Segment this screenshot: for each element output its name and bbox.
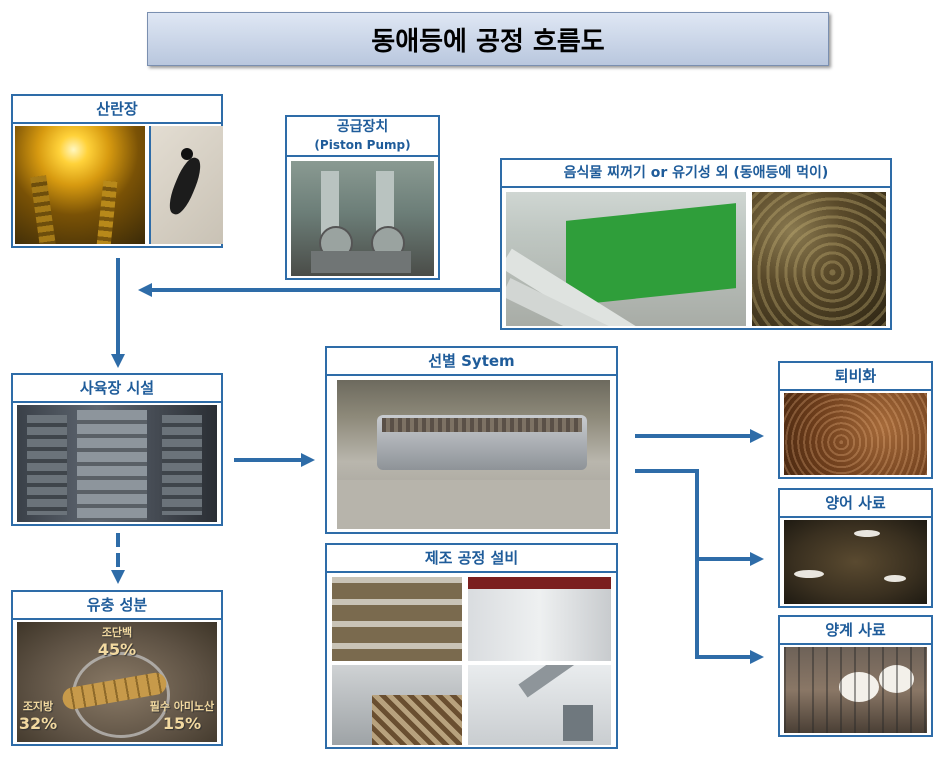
dashed-arrow-seg-2 bbox=[116, 553, 120, 567]
amino-label: 필수 아미노산 bbox=[149, 700, 215, 713]
arrow-head-right-1 bbox=[301, 453, 315, 467]
arrow-branch-vertical bbox=[695, 469, 699, 657]
arrow-head-right-3 bbox=[750, 552, 764, 566]
manufacturing-box: 제조 공정 설비 bbox=[325, 543, 618, 749]
arrow-spawning-to-rearing bbox=[116, 258, 120, 354]
poultry-feed-box: 양계 사료 bbox=[778, 615, 933, 737]
manufacturing-label: 제조 공정 설비 bbox=[327, 545, 616, 573]
manufacturing-photo-4 bbox=[468, 665, 611, 745]
sorting-label: 선별 Sytem bbox=[327, 348, 616, 376]
protein-value: 45% bbox=[97, 640, 137, 659]
manufacturing-photo-3 bbox=[332, 665, 462, 745]
arrow-branch-horizontal bbox=[635, 469, 699, 473]
rearing-box: 사육장 시설 bbox=[11, 373, 223, 526]
arrow-food-to-spawning bbox=[152, 288, 500, 292]
compost-photo bbox=[784, 393, 927, 475]
title-text: 동애등에 공정 흐름도 bbox=[371, 26, 605, 57]
food-waste-box: 음식물 찌꺼기 or 유기성 외 (동애등에 먹이) bbox=[500, 158, 892, 330]
amino-value: 15% bbox=[162, 714, 202, 733]
arrow-to-poultry-feed bbox=[695, 655, 751, 659]
spawning-label: 산란장 bbox=[13, 96, 221, 124]
pump-box: 공급장치 (Piston Pump) bbox=[285, 115, 440, 280]
fish-feed-label: 양어 사료 bbox=[780, 490, 931, 518]
manufacturing-photo-1 bbox=[332, 577, 462, 661]
sorting-box: 선별 Sytem bbox=[325, 346, 618, 534]
fly-photo bbox=[149, 126, 223, 244]
dashed-arrow-head bbox=[111, 570, 125, 584]
protein-label: 조단백 bbox=[101, 626, 133, 639]
food-machine-photo bbox=[506, 192, 746, 326]
larva-photo: 조단백 45% 조지방 32% 필수 아미노산 15% bbox=[17, 622, 217, 742]
fish-feed-box: 양어 사료 bbox=[778, 488, 933, 608]
larva-box: 유충 성분 조단백 45% 조지방 32% 필수 아미노산 15% bbox=[11, 590, 223, 746]
larva-label: 유충 성분 bbox=[13, 592, 221, 620]
rearing-label: 사육장 시설 bbox=[13, 375, 221, 403]
pump-photo bbox=[291, 161, 434, 276]
fat-stat: 조지방 32% bbox=[17, 698, 59, 733]
poultry-feed-label: 양계 사료 bbox=[780, 617, 931, 645]
pump-label: 공급장치 (Piston Pump) bbox=[287, 117, 438, 157]
pump-title: 공급장치 bbox=[336, 118, 389, 135]
protein-stat: 조단백 45% bbox=[87, 624, 147, 659]
pump-subtitle: (Piston Pump) bbox=[314, 137, 411, 152]
dashed-arrow-seg-1 bbox=[116, 533, 120, 547]
fat-value: 32% bbox=[18, 714, 58, 733]
compost-label: 퇴비화 bbox=[780, 363, 931, 391]
arrow-head-right-4 bbox=[750, 650, 764, 664]
diagram-title: 동애등에 공정 흐름도 bbox=[147, 12, 829, 66]
fish-feed-photo bbox=[784, 520, 927, 604]
food-waste-label: 음식물 찌꺼기 or 유기성 외 (동애등에 먹이) bbox=[502, 160, 890, 188]
compost-box: 퇴비화 bbox=[778, 361, 933, 479]
spawning-box: 산란장 bbox=[11, 94, 223, 248]
fat-label: 조지방 bbox=[22, 700, 54, 713]
arrow-head-down bbox=[111, 354, 125, 368]
sorting-photo bbox=[337, 380, 610, 529]
poultry-feed-photo bbox=[784, 647, 927, 733]
food-waste-photo bbox=[752, 192, 886, 326]
arrow-to-fish-feed bbox=[695, 557, 751, 561]
manufacturing-photo-2 bbox=[468, 577, 611, 661]
arrow-head-left bbox=[138, 283, 152, 297]
arrow-head-right-2 bbox=[750, 429, 764, 443]
rearing-photo bbox=[17, 405, 217, 522]
arrow-rearing-to-sorting bbox=[234, 458, 302, 462]
amino-stat: 필수 아미노산 15% bbox=[147, 698, 217, 733]
spawning-light-photo bbox=[15, 126, 145, 244]
arrow-sorting-to-compost bbox=[635, 434, 751, 438]
